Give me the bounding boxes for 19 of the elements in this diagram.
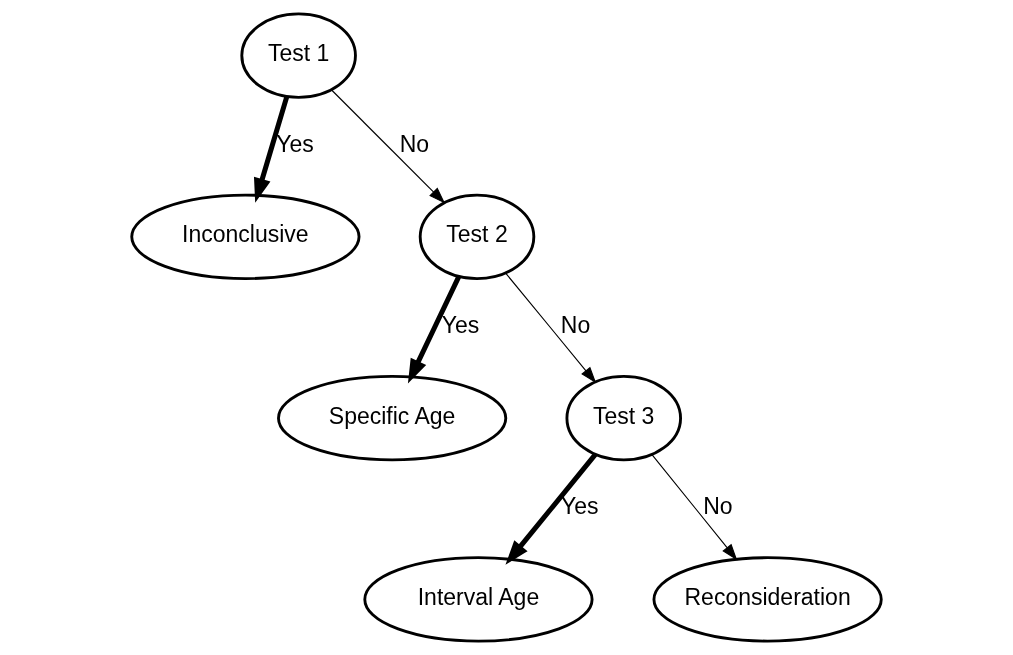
edge-label: Yes <box>276 130 314 157</box>
edge-label: Yes <box>441 311 480 338</box>
arrow <box>330 89 446 204</box>
edge-label: No <box>399 130 430 157</box>
node-ellipse: Test 2 <box>418 193 536 281</box>
edge-label: Yes <box>561 493 599 520</box>
node-ellipse: Reconsideration <box>652 556 883 643</box>
node-ellipse: Specific Age <box>277 374 508 462</box>
arrow <box>651 454 738 561</box>
node-ellipse: Test 3 <box>565 374 682 462</box>
node-ellipse: Test 1 <box>240 12 357 99</box>
edge-label: No <box>703 493 733 520</box>
arrow <box>505 272 597 384</box>
edge-label: No <box>560 311 591 338</box>
arrow <box>505 452 598 565</box>
arrow <box>407 275 462 384</box>
node-ellipse: Interval Age <box>363 556 594 643</box>
node-ellipse: Inconclusive <box>130 193 361 281</box>
arrow <box>253 95 290 203</box>
